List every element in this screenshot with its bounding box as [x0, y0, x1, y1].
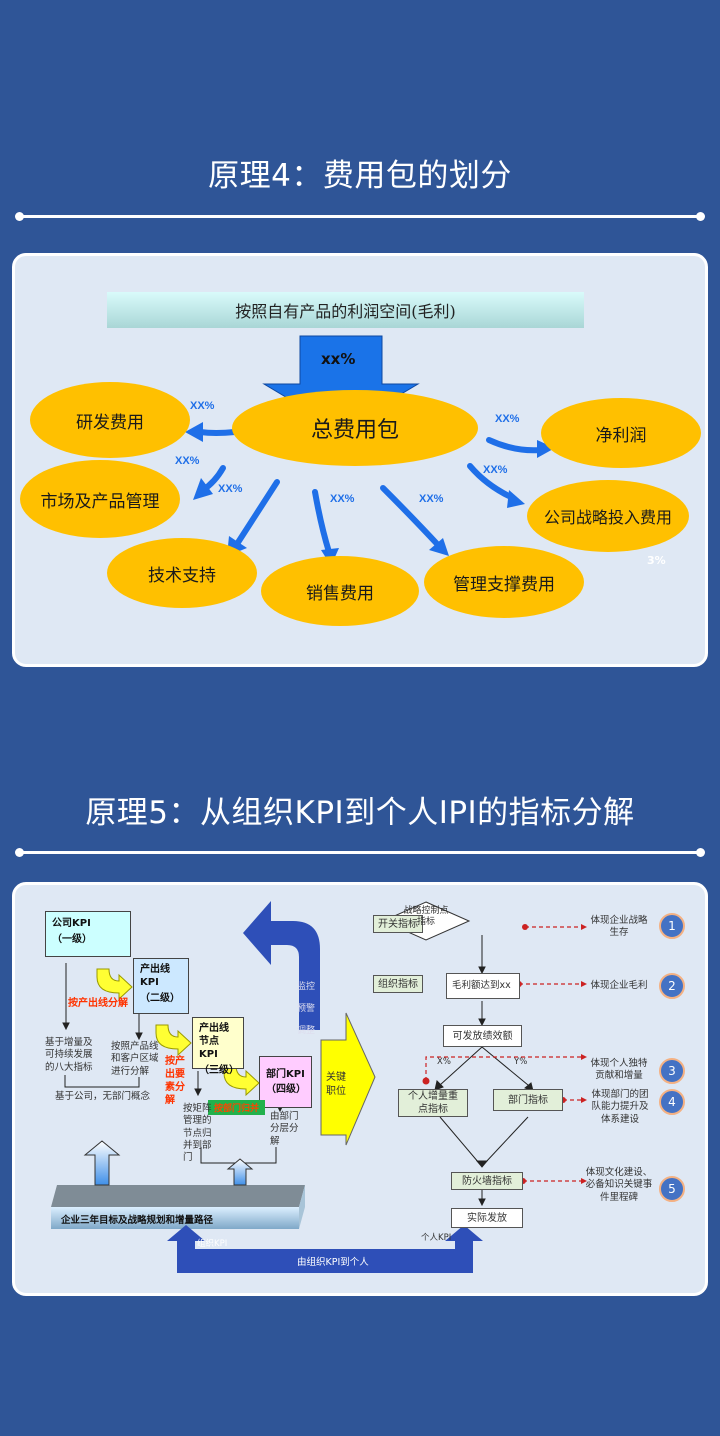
split-by-line-label: 按产出线分解: [68, 998, 128, 1009]
note-company-scope: 基于公司，无部门概念: [55, 1091, 151, 1102]
split-by-element-label: 按产出要素分解: [165, 1056, 185, 1106]
note-dept-split: 由部门分层分解: [270, 1111, 299, 1147]
dept-kpi-title: 部门KPI: [266, 1069, 305, 1080]
note-company-indicators: 基于增量及可持续发展的八大指标: [45, 1037, 93, 1073]
outcome-3-badge: 3: [659, 1058, 685, 1084]
label-monitor: 监控: [297, 982, 316, 992]
org-kpi-label: 组织KPI: [197, 1239, 228, 1249]
note-line-split: 按照产品线和客户区域进行分解: [111, 1041, 159, 1077]
personal-incremental-box: 个人增量重点指标: [398, 1089, 468, 1117]
line-kpi-box: 产出线KPI （二级）: [133, 958, 189, 1014]
outcome-5-text: 体现文化建设、必备知识关键事件里程碑: [585, 1167, 653, 1203]
org-indicator-label: 组织指标: [373, 975, 423, 993]
line-kpi-title: 产出线KPI: [140, 964, 170, 988]
company-kpi-title: 公司KPI: [52, 918, 91, 929]
dept-indicator-box: 部门指标: [493, 1089, 563, 1111]
margin-percent-label: xx%: [321, 350, 356, 368]
org-to-personal-arrow-label: 由组织KPI到个人: [297, 1257, 369, 1268]
pct-rd: XX%: [190, 400, 215, 412]
section5-divider: [15, 848, 705, 857]
label-warning: 预警: [297, 1004, 316, 1014]
pct-strategy: XX%: [483, 464, 508, 476]
key-position-label: 关键职位: [326, 1072, 346, 1097]
actual-payout-box: 实际发放: [451, 1208, 523, 1228]
outcome-1-badge: 1: [659, 913, 685, 939]
outcome-1-text: 体现企业战略生存: [590, 915, 648, 939]
switch-indicator-label: 开关指标: [373, 915, 423, 933]
note-matrix-merge: 按矩阵管理的节点归并到部门: [183, 1103, 212, 1164]
section5-title: 原理5：从组织KPI到个人IPI的指标分解: [85, 795, 635, 831]
profit-space-banner: 按照自有产品的利润空间(毛利): [107, 292, 584, 328]
arrow-sales: [312, 489, 332, 555]
pct-admin: XX%: [419, 493, 444, 505]
label-adjust: 调整: [297, 1026, 316, 1036]
node-net-profit: 净利润: [541, 398, 701, 468]
node-strategic-investment: 公司战略投入费用: [527, 480, 689, 552]
expense-package-diagram: 按照自有产品的利润空间(毛利) 总费用包 研发费用 市场及产品管理 技术支持 销…: [12, 253, 708, 667]
node-sales-expense: 销售费用: [261, 556, 419, 626]
pct-market: XX%: [175, 455, 200, 467]
outcome-2-badge: 2: [659, 973, 685, 999]
personal-kpi-label: 个人KPI: [421, 1233, 452, 1243]
node-kpi-box: 产出线节点KPI （三级）: [192, 1017, 244, 1076]
company-kpi-level: （一级）: [52, 934, 92, 945]
outcome-4-badge: 4: [659, 1089, 685, 1115]
outcome-3-text: 体现个人独特贡献和增量: [590, 1058, 648, 1082]
y-percent-label: Y%: [514, 1057, 528, 1067]
outcome-4-text: 体现部门的团队能力提升及体系建设: [591, 1089, 649, 1125]
arrow-admin: [380, 485, 442, 549]
feedback-labels: 监控 预警 调整: [297, 976, 319, 1042]
node-tech-support: 技术支持: [107, 538, 257, 608]
arrow-tech: [234, 479, 280, 547]
line-kpi-level: （二级）: [140, 993, 180, 1004]
x-percent-label: X%: [437, 1057, 451, 1067]
total-expense-package: 总费用包: [232, 390, 478, 466]
arrow-rd: [197, 429, 238, 436]
merge-by-dept-label: 按部门归并: [208, 1100, 266, 1115]
pct-tech: XX%: [218, 483, 243, 495]
strategy-footnote: 3%: [647, 554, 666, 567]
firewall-indicator-box: 防火墙指标: [451, 1172, 523, 1190]
dept-kpi-level: （四级）: [266, 1084, 306, 1095]
kpi-decomposition-diagram: 公司KPI （一级） 产出线KPI （二级） 产出线节点KPI （三级） 部门K…: [12, 882, 708, 1296]
base-strategy-bar: 企业三年目标及战略规划和增量路径: [61, 1215, 214, 1226]
node-kpi-level: （三级）: [199, 1065, 239, 1076]
pct-profit: XX%: [495, 413, 520, 425]
node-market-product: 市场及产品管理: [20, 460, 180, 538]
section4-title: 原理4：费用包的划分: [208, 158, 512, 194]
gross-margin-box: 毛利额达到xx: [446, 973, 520, 999]
arrow-profit: [486, 437, 544, 454]
outcome-2-text: 体现企业毛利: [590, 980, 648, 991]
node-admin-support: 管理支撑费用: [424, 546, 584, 618]
kpi-connectors: [51, 901, 587, 1273]
company-kpi-box: 公司KPI （一级）: [45, 911, 131, 957]
node-rd-expense: 研发费用: [30, 382, 190, 458]
bonus-pool-box: 可发放绩效额: [443, 1025, 522, 1047]
node-kpi-title: 产出线节点KPI: [199, 1023, 229, 1060]
section4-divider: [15, 212, 705, 221]
outcome-5-badge: 5: [659, 1176, 685, 1202]
pct-sales: XX%: [330, 493, 355, 505]
strategic-control-text: 战略控制点指标: [403, 906, 449, 928]
dept-kpi-box: 部门KPI （四级）: [259, 1056, 312, 1108]
